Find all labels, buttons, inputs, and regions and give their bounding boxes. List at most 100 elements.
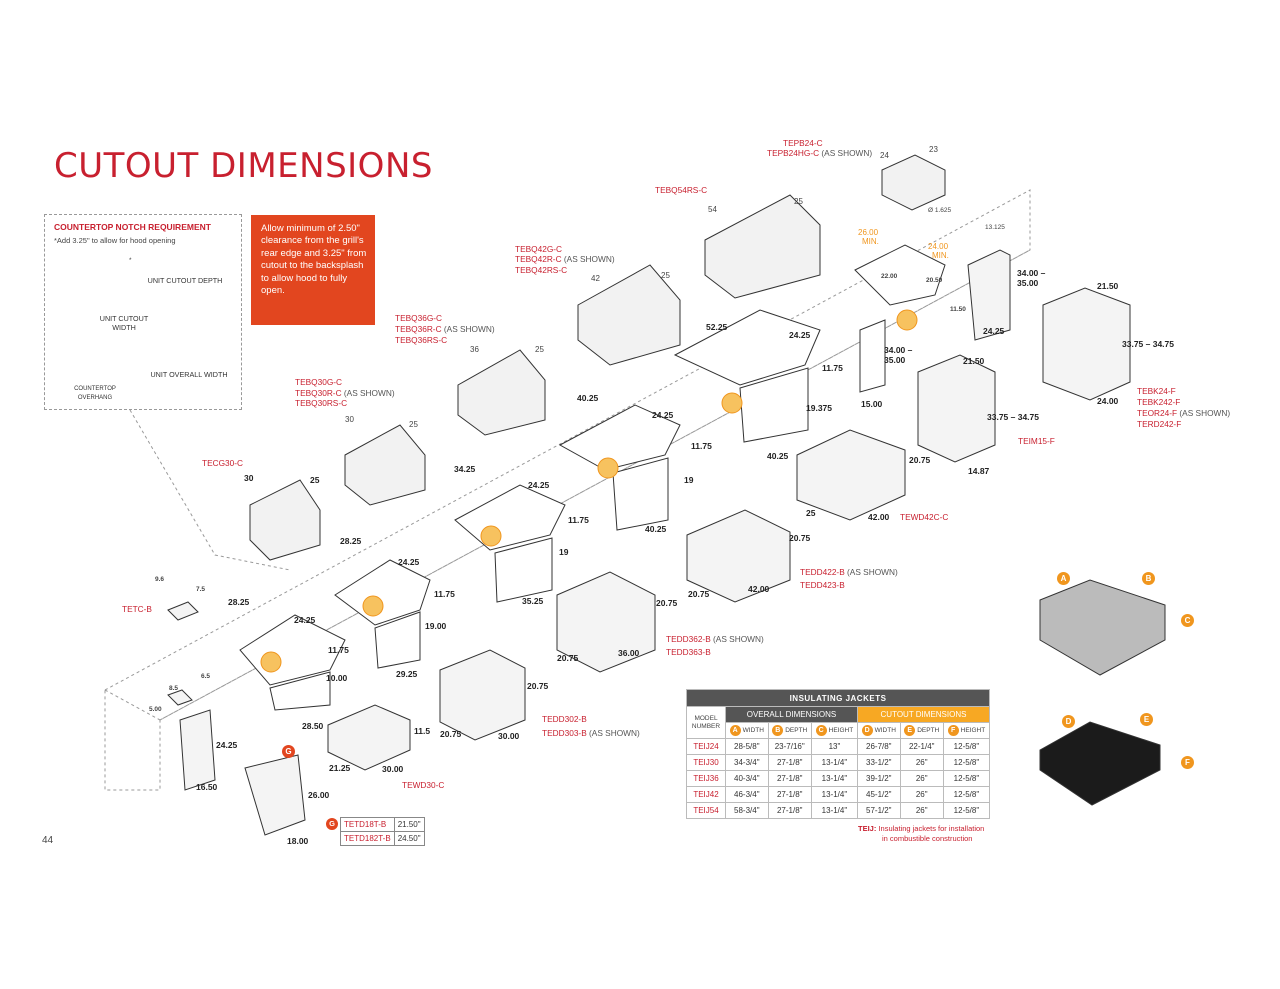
dim-label: 30 (345, 415, 354, 424)
callout-f: F (1181, 756, 1194, 769)
label-tebq42r: TEBQ42R-C (515, 254, 562, 264)
dim-label: 26.00 (858, 228, 879, 237)
label-tebq42g: TEBQ42G-C (515, 244, 563, 254)
dim-label: 54 (708, 205, 717, 214)
as-shown-note: (AS SHOWN) (1179, 408, 1231, 418)
dim-label: 30.00 (498, 731, 520, 741)
dim-label: 29.25 (396, 669, 418, 679)
table-cell: 13-1/4" (810, 802, 858, 819)
callout-g: G (282, 745, 295, 758)
dim-label: 25 (806, 508, 816, 518)
label-tedd363: TEDD363-B (666, 647, 711, 657)
dim-label: 25 (310, 475, 320, 485)
dim-label: 19.00 (425, 621, 447, 631)
dim-label: 15.00 (861, 399, 883, 409)
dim-label: 25 (661, 271, 670, 280)
clearance-note: Allow minimum of 2.50" clearance from th… (251, 215, 375, 325)
label-tetc: TETC-B (122, 604, 152, 614)
label-tecg30: TECG30-C (202, 458, 244, 468)
dim-label: 24.25 (652, 410, 674, 420)
dim-label: 35.00 (1017, 278, 1039, 288)
table-cell: 12-5/8" (942, 802, 991, 819)
notch-note: *Add 3.25" to allow for hood opening (54, 236, 176, 245)
table-cell: 21.50" (393, 817, 425, 832)
dim-label: 24 (880, 151, 889, 160)
dim-label: 34.00 – (884, 345, 913, 355)
table-row: TEIJ30 34-3/4" 27-1/8" 13-1/4" 33-1/2" 2… (686, 754, 991, 771)
dim-label: 40.25 (645, 524, 667, 534)
dim-label: 6.5 (201, 673, 211, 680)
footnote-line-2: in combustible construction (882, 834, 973, 843)
label-tebq36r: TEBQ36R-C (395, 324, 442, 334)
table-cell: 13" (810, 738, 858, 755)
dim-label: 11.75 (822, 363, 843, 373)
label-tedd423: TEDD423-B (800, 580, 845, 590)
table-cell: TEIJ30 (686, 754, 726, 771)
dim-label: 24.00 (1097, 396, 1119, 406)
label-teim15: TEIM15-F (1018, 436, 1055, 446)
table-cell: 26" (899, 802, 944, 819)
dim-label: 18.00 (287, 836, 309, 846)
dim-label: 11.75 (328, 645, 349, 655)
callout-a: A (1057, 572, 1070, 585)
table-row: TEIJ36 40-3/4" 27-1/8" 13-1/4" 39-1/2" 2… (686, 770, 991, 787)
dim-label: 22.00 (881, 273, 898, 280)
table-cell: TEIJ24 (686, 738, 726, 755)
dim-label: 20.75 (440, 729, 462, 739)
callout-b: B (1142, 572, 1155, 585)
dim-label: 20.75 (688, 589, 710, 599)
dim-label: 33.75 – 34.75 (987, 412, 1039, 422)
table-cell: TETD18T-B (340, 817, 395, 832)
table-cell: 13-1/4" (810, 786, 858, 803)
dim-label: 10.00 (326, 673, 348, 683)
label-teor24: TEOR24-F (1137, 408, 1178, 418)
insulating-jackets-table: INSULATING JACKETS MODEL NUMBER OVERALL … (686, 689, 991, 819)
table-cell: TETD182T-B (340, 831, 395, 846)
as-shown-note: (AS SHOWN) (713, 634, 764, 644)
table-cell: 26-7/8" (856, 738, 901, 755)
dim-label: Ø 1.625 (928, 207, 952, 214)
table-cell: 34-3/4" (725, 754, 769, 771)
label-tebq42rs: TEBQ42RS-C (515, 265, 568, 275)
dim-label: 20.50 (926, 277, 943, 284)
table-cell: 13-1/4" (810, 754, 858, 771)
table-cell: 40-3/4" (725, 770, 769, 787)
table-cell: 33-1/2" (856, 754, 901, 771)
table-cell: 12-5/8" (942, 754, 991, 771)
dim-label: 25 (535, 345, 544, 354)
dim-label: 21.25 (329, 763, 351, 773)
dim-label: MIN. (932, 251, 949, 260)
dim-label: 24.25 (528, 480, 550, 490)
page-number: 44 (42, 835, 54, 846)
dim-label: 19 (684, 475, 694, 485)
callout-e: E (1140, 713, 1153, 726)
dim-label: 11.75 (434, 589, 455, 599)
label-tedd302: TEDD302-B (542, 714, 587, 724)
page-title: CUTOUT DIMENSIONS (54, 146, 433, 186)
table-cell: 28-5/8" (725, 738, 769, 755)
dim-label: 24.25 (294, 615, 316, 625)
footnote-model: TEIJ: (858, 824, 877, 833)
table-cell: 27-1/8" (767, 754, 812, 771)
dim-label: 14.87 (968, 466, 990, 476)
label-tebq36rs: TEBQ36RS-C (395, 335, 448, 345)
dim-label: 30 (244, 473, 254, 483)
dim-label: 8.5 (169, 685, 179, 692)
jackets-title: INSULATING JACKETS (686, 689, 990, 707)
table-cell: TEIJ42 (686, 786, 726, 803)
table-row: TEIJ54 58-3/4" 27-1/8" 13-1/4" 57-1/2" 2… (686, 802, 991, 819)
label-tepb24: TEPB24-C (783, 138, 823, 148)
dim-label: 28.25 (340, 536, 362, 546)
table-row: TEIJ24 28-5/8" 23-7/16" 13" 26-7/8" 22-1… (686, 738, 991, 755)
dim-label: 20.75 (656, 598, 678, 608)
model-header: MODEL NUMBER (686, 706, 726, 739)
table-cell: 26" (899, 770, 944, 787)
dim-label: 13.125 (985, 224, 1005, 231)
table-cell: TEIJ36 (686, 770, 726, 787)
label-tedd422: TEDD422-B (800, 567, 845, 577)
